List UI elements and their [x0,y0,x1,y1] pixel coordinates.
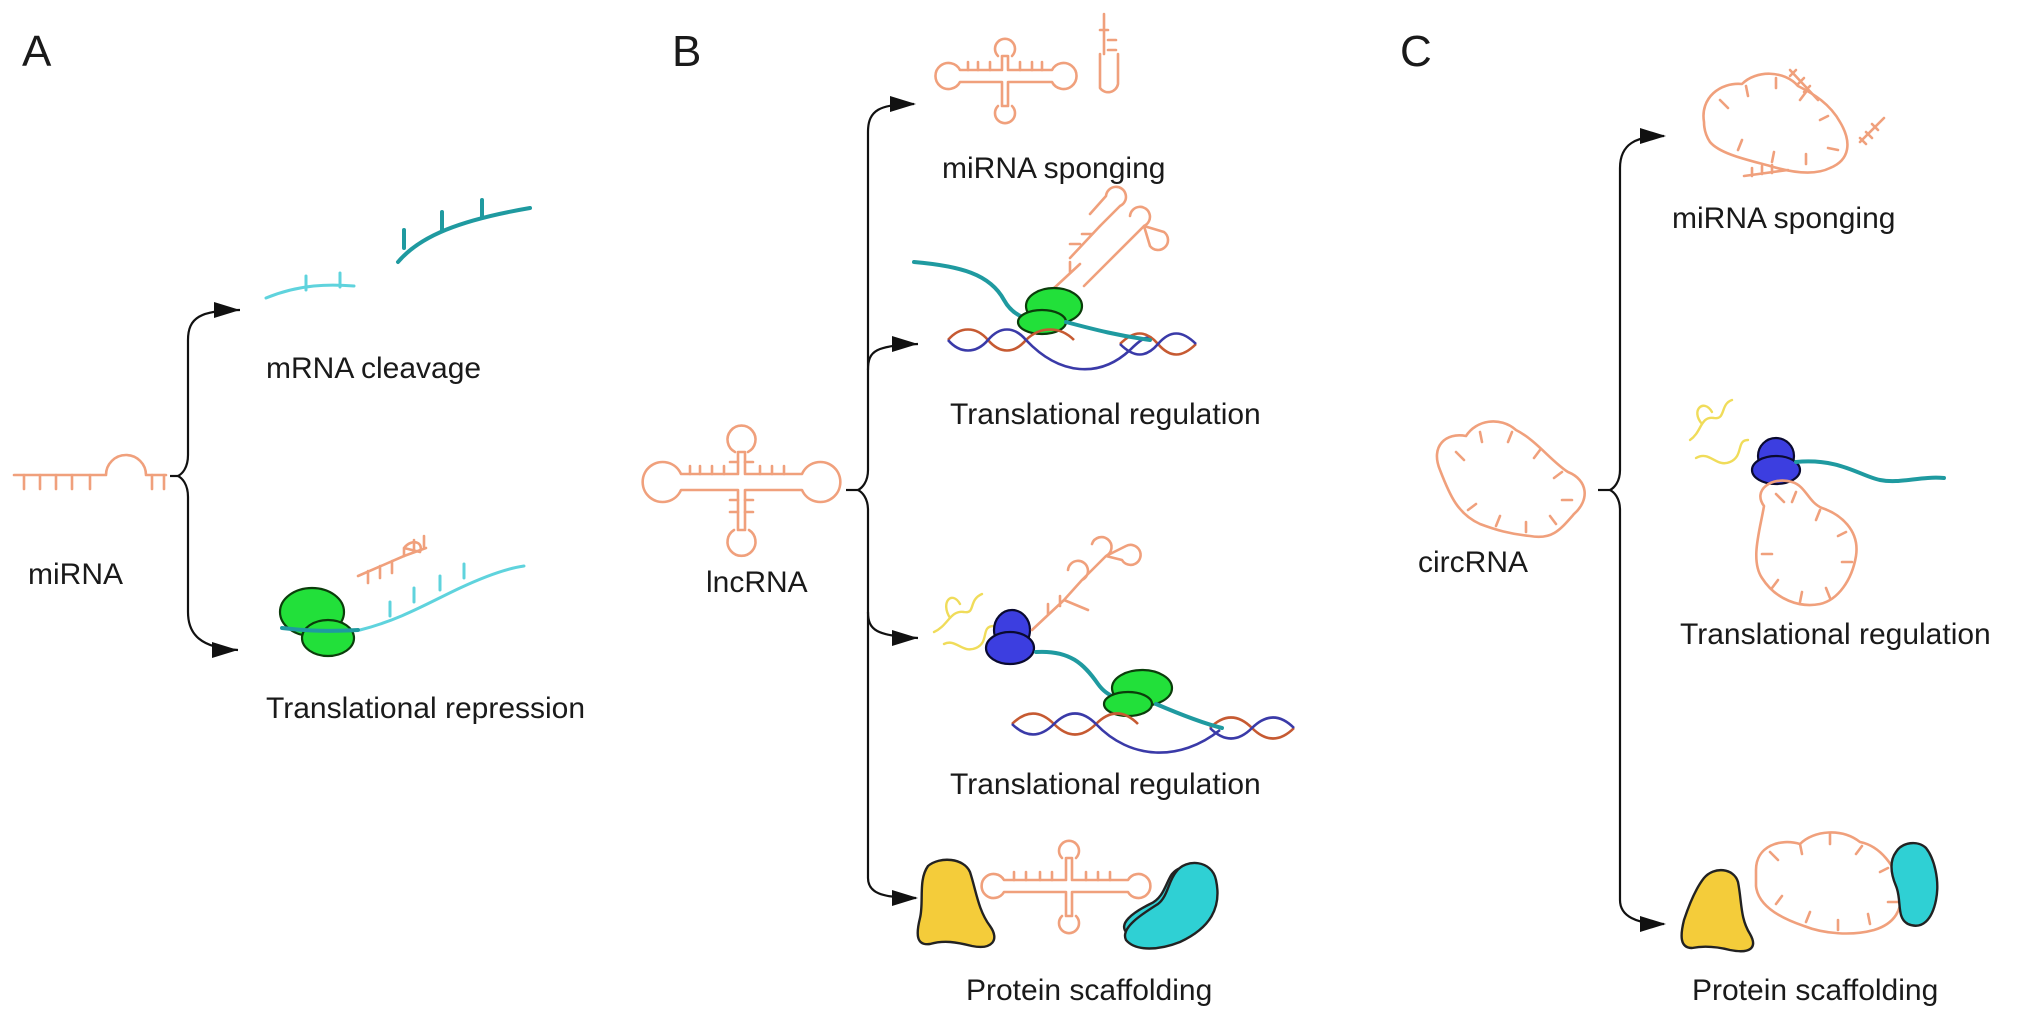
panel-c: C circRNA miRNA sponging [1400,27,1991,1007]
panel-c-outcome-1: miRNA sponging [1672,202,1895,235]
panel-a: A miRNA mRNA cleavage [12,27,585,725]
translational-repression-icon [278,534,526,658]
panel-a-connector [170,302,241,658]
lncrna-translation-icon-2 [932,535,1295,754]
mirna-icon [12,453,168,491]
panel-b: B lncRNA miRNA sponging [641,12,1295,1007]
panel-b-outcome-3: Translational regulation [950,768,1261,801]
lncrna-sponging-icon [934,12,1120,125]
panel-b-outcome-1: miRNA sponging [942,152,1165,185]
lncrna-translation-icon-1 [912,185,1197,371]
panel-c-outcome-3: Protein scaffolding [1692,974,1938,1007]
panel-c-letter: C [1400,27,1432,76]
circrna-translation-icon [1688,398,1946,607]
panel-c-connector [1598,128,1666,932]
circrna-icon [1435,420,1586,539]
panel-a-letter: A [22,27,52,76]
panel-b-connector [846,96,919,906]
panel-c-outcome-2: Translational regulation [1680,618,1991,651]
panel-b-letter: B [672,27,701,76]
lncrna-icon [641,424,842,558]
panel-a-source-label: miRNA [28,558,123,591]
panel-b-outcome-2: Translational regulation [950,398,1261,431]
panel-a-outcome-1: mRNA cleavage [266,352,481,385]
panel-b-outcome-4: Protein scaffolding [966,974,1212,1007]
panel-a-outcome-2: Translational repression [266,692,585,725]
mrna-cleavage-icon [264,198,532,300]
circrna-scaffold-icon [1680,831,1939,953]
panel-b-source-label: lncRNA [706,566,808,599]
circrna-sponging-icon [1702,68,1886,178]
panel-c-source-label: circRNA [1418,546,1528,579]
lncrna-scaffold-icon [916,839,1219,950]
